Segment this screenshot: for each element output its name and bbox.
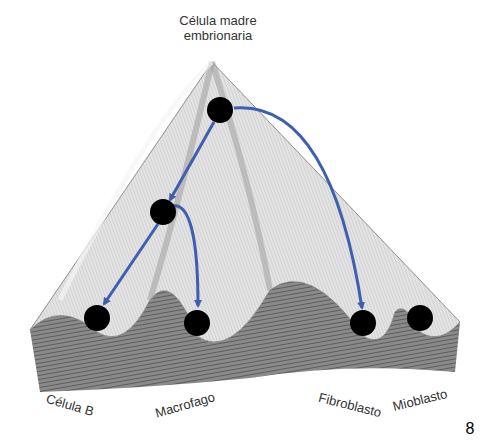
cell-ball bbox=[84, 305, 110, 331]
cell-ball bbox=[207, 97, 233, 123]
cell-label: Mioblasto bbox=[391, 386, 449, 414]
path-arrow bbox=[172, 206, 198, 306]
landscape-surface bbox=[30, 62, 460, 342]
stage-label: Célula madre embrionaria bbox=[153, 13, 283, 43]
path-arrow bbox=[234, 108, 362, 308]
cell-ball bbox=[350, 310, 376, 336]
cell-ball bbox=[184, 310, 210, 336]
cell-label: Fibroblasto bbox=[317, 390, 383, 420]
page-number: 8 bbox=[466, 421, 475, 436]
highlight bbox=[60, 62, 212, 300]
cell-ball bbox=[150, 199, 176, 225]
path-arrow bbox=[170, 122, 214, 200]
cell-label: Célula B bbox=[44, 391, 95, 419]
cell-ball bbox=[407, 305, 433, 331]
ridge bbox=[212, 62, 270, 290]
path-arrow bbox=[104, 224, 158, 304]
cell-label: Macrofago bbox=[153, 389, 216, 420]
